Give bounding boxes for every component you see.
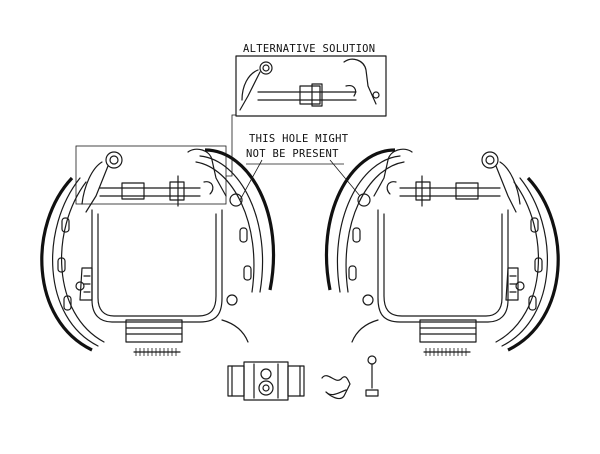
- right-brake-shoe-assembly: [324, 148, 560, 356]
- hole-note-leader-left: [239, 159, 263, 201]
- alternative-solution-label: ALTERNATIVE SOLUTION: [243, 43, 376, 55]
- hole-note-leader-right: [329, 159, 361, 197]
- hold-down-pin: [365, 355, 379, 397]
- left-detail-frame: [75, 145, 227, 205]
- wheel-cylinder: [227, 361, 305, 401]
- left-brake-shoe-assembly: [40, 148, 276, 356]
- retaining-clip: [321, 375, 351, 400]
- hole-note-line2: NOT BE PRESENT: [246, 148, 339, 160]
- alternative-solution-inset: [235, 55, 387, 117]
- detail-leader-line: [226, 114, 236, 177]
- hole-note-line1: THIS HOLE MIGHT: [249, 133, 349, 145]
